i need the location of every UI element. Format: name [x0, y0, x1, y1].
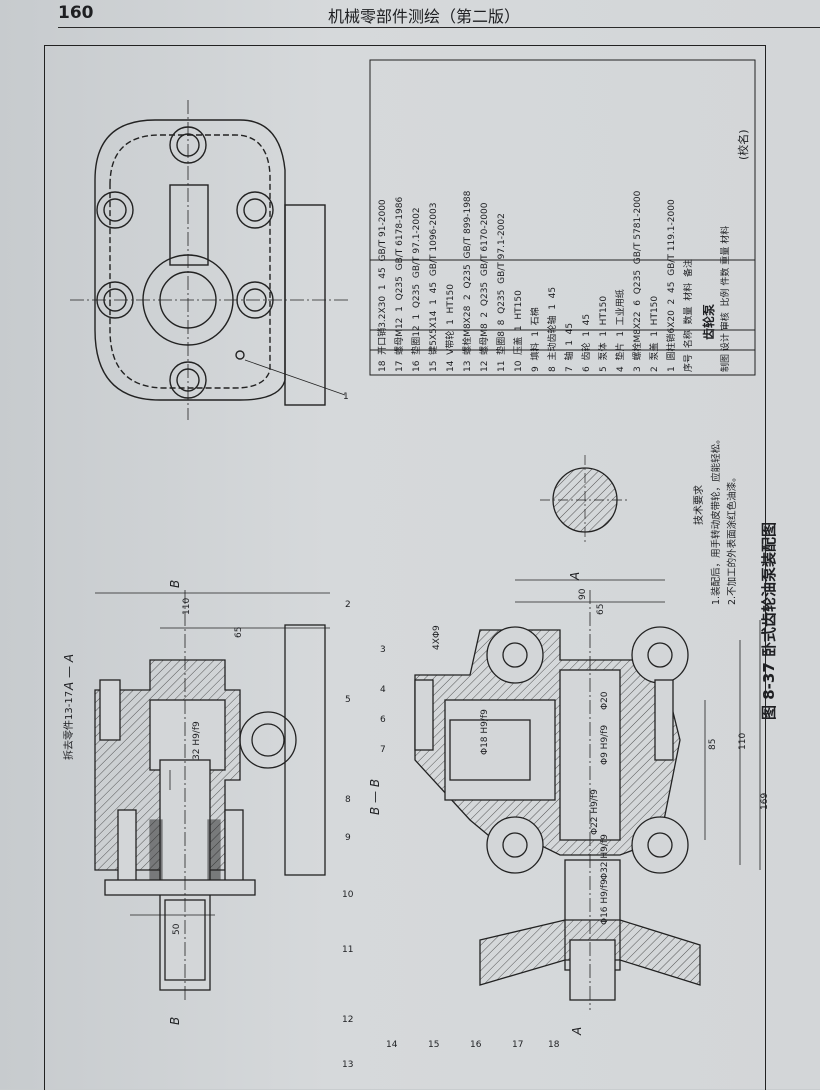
- view-label-aa: A — A: [62, 653, 76, 690]
- title-block-labels: 制图 设计 审核 比例 件数 重量 材料: [721, 225, 731, 372]
- balloon-13: 13: [342, 1060, 354, 1070]
- bom-row-8: 8 主动齿轮轴 1 45: [548, 286, 558, 372]
- balloon-18: 18: [548, 1040, 560, 1050]
- dim-90: 90: [578, 588, 588, 600]
- balloon-14: 14: [386, 1040, 398, 1050]
- view-label-bb: B — B: [368, 778, 382, 815]
- balloon-8: 8: [345, 795, 351, 805]
- bom-row-5: 5 泵体 1 HT150: [599, 295, 609, 372]
- dim-50: 50: [172, 923, 182, 935]
- tech-req-line-1: 1.装配后，用手转动皮带轮，应能轻松。: [711, 434, 722, 605]
- tech-req-title: 技术要求: [694, 485, 705, 525]
- balloon-10: 10: [342, 890, 354, 900]
- dim-65-right: 65: [596, 603, 606, 615]
- bom-row-18: 18 开口销3.2X30 1 45 GB/T 91-2000: [378, 199, 388, 372]
- balloon-5: 5: [345, 695, 351, 705]
- section-mark-a-bottom: A: [570, 1026, 584, 1035]
- balloon-15: 15: [428, 1040, 440, 1050]
- dim-phi18: Φ18 H9/f9: [480, 709, 490, 755]
- dim-phi22: Φ22 H9/f9: [590, 789, 600, 835]
- section-mark-b-top: B: [168, 579, 182, 588]
- balloon-17: 17: [512, 1040, 524, 1050]
- bom-row-11: 11 垫圈8 8 Q235 GB/T 97.1-2002: [497, 213, 507, 372]
- top-view: [70, 100, 350, 420]
- bom-row-2: 2 泵盖 1 HT150: [650, 295, 660, 372]
- bom-row-12: 12 螺母M8 2 Q235 GB/T 6170-2000: [480, 202, 490, 373]
- bom-row-13: 13 螺栓M8X28 2 Q235 GB/T 899-1988: [463, 190, 473, 372]
- dim-110-right: 110: [738, 732, 748, 750]
- dim-phi20: Φ20: [600, 691, 610, 710]
- dim-169: 169: [760, 792, 770, 810]
- tech-req-line-2: 2.不加工的外表面涂红色油漆。: [727, 472, 738, 605]
- bom-row-14: 14 V带轮 1 HT150: [446, 283, 456, 372]
- balloon-3: 3: [380, 645, 386, 655]
- dim-phi9: Φ9 H9/f9: [600, 724, 610, 765]
- remove-note: 拆去零件13-17: [64, 690, 75, 760]
- section-aa: [94, 590, 330, 1000]
- header-rule: [58, 27, 820, 28]
- balloon-16: 16: [470, 1040, 482, 1050]
- bom-row-9: 9 填料 1 石棉: [531, 307, 541, 372]
- balloon-2: 2: [345, 600, 351, 610]
- figure-caption: 图 8-37 卧式齿轮油泵装配图: [760, 522, 778, 720]
- bom-row-15: 15 键5X5X14 1 45 GB/T 1096-2003: [429, 202, 439, 372]
- balloon-11: 11: [342, 945, 354, 955]
- dim-32-fit: 32 H9/f9: [192, 721, 202, 760]
- dim-phi16: Φ16 H9/f9: [600, 879, 610, 925]
- book-title: 机械零部件测绘（第二版）: [328, 7, 521, 26]
- dim-110-top: 110: [182, 597, 192, 615]
- balloon-4: 4: [380, 685, 386, 695]
- balloon-9: 9: [345, 833, 351, 843]
- section-bb: [414, 579, 761, 1010]
- section-mark-b-bottom: B: [168, 1016, 182, 1025]
- bom-row-4: 4 垫片 1 工业用纸: [616, 289, 626, 372]
- bom-row-3: 3 螺栓M8X22 6 Q235 GB/T 5781-2000: [633, 190, 643, 372]
- drawing-frame: [44, 45, 766, 1090]
- bom-table: [369, 59, 756, 376]
- dim-65-left: 65: [234, 626, 244, 638]
- page-number: 160: [58, 3, 94, 23]
- bom-row-16: 16 垫圈12 1 Q235 GB/T 97.1-2002: [412, 207, 422, 372]
- section-mark-a-top: A: [568, 571, 582, 580]
- dim-85: 85: [708, 738, 718, 750]
- bom-row-10: 10 压盖 1 HT150: [514, 290, 524, 372]
- balloon-7: 7: [380, 745, 386, 755]
- shaft-section: [540, 455, 630, 545]
- balloon-1: 1: [343, 392, 349, 402]
- school-name: (校名): [737, 129, 750, 160]
- keyhole-label: 4XΦ9: [432, 625, 442, 650]
- bom-row-17: 17 螺母M12 1 Q235 GB/T 6178-1986: [395, 196, 405, 372]
- bom-row-6: 6 齿轮 1 45: [582, 313, 592, 372]
- bom-header-row: 序号 名称 数量 材料 备注: [684, 258, 694, 372]
- dim-phi32: Φ32 H9/f9: [600, 834, 610, 880]
- bom-row-7: 7 轴 1 45: [565, 322, 575, 372]
- bom-row-1: 1 圆柱销6X20 2 45 GB/T 119.1-2000: [667, 199, 677, 372]
- balloon-12: 12: [342, 1015, 354, 1025]
- balloon-6: 6: [380, 715, 386, 725]
- title-block-name: 齿轮泵: [702, 303, 716, 340]
